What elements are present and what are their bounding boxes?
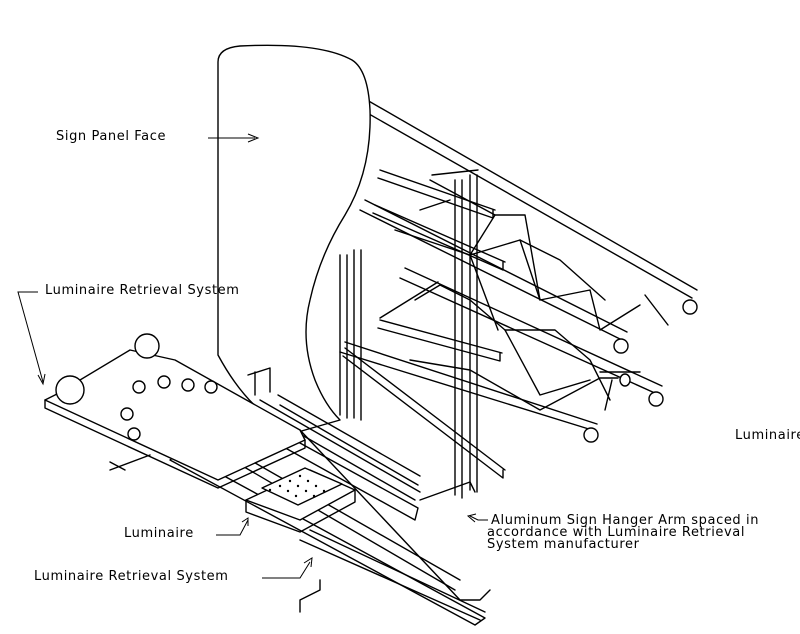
label-hanger-arm-line-2: accordance with Luminaire Retrieval <box>487 525 746 540</box>
label-hanger-arm-line-1: Aluminum Sign Hanger Arm spaced in <box>491 513 760 528</box>
truss-chords <box>339 91 698 443</box>
label-sign-panel-face: Sign Panel Face <box>56 129 167 144</box>
sign-panel <box>217 44 371 433</box>
label-luminaire-retrieval-system-bottom: Luminaire Retrieval System <box>34 569 229 584</box>
channel-stringers <box>342 169 506 479</box>
leader-lines <box>17 133 488 579</box>
label-hanger-arm-line-3: System manufacturer <box>487 537 640 552</box>
label-luminaire-retrieval-system-top: Luminaire Retrieval System <box>45 283 240 298</box>
retrieval-platform <box>44 333 306 489</box>
luminaire-body <box>245 467 356 533</box>
label-luminaire-right: Luminaire <box>735 428 800 443</box>
vertical-posts <box>339 169 479 499</box>
label-luminaire-left: Luminaire <box>124 526 194 541</box>
truss-lacing <box>379 179 669 411</box>
